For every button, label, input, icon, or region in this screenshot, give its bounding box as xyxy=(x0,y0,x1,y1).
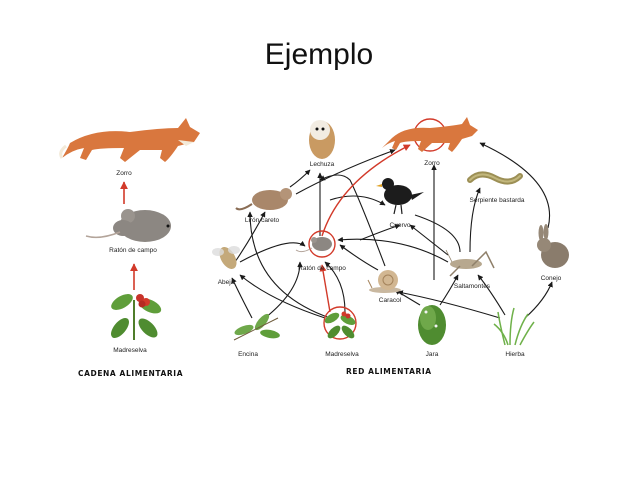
arrow-conejo-to-zorro xyxy=(479,142,550,229)
web-label-liron: Lirón careto xyxy=(245,217,280,224)
food-chain: Zorro Ratón de campo Madreselva Cadena a… xyxy=(59,118,200,378)
chain-fox-illustration xyxy=(59,118,200,162)
web-arrows xyxy=(231,142,553,319)
chain-caption: Cadena alimentaria xyxy=(78,369,183,378)
web-fox-illustration xyxy=(382,117,478,152)
web-label-conejo: Conejo xyxy=(541,275,562,282)
arrow-liron-to-lechuza xyxy=(289,169,311,188)
red-arrow-raton-to-zorro xyxy=(321,144,411,237)
arrow-abeja-to-liron xyxy=(234,211,266,263)
web-label-encina: Encina xyxy=(238,351,258,358)
chain-label-madreselva: Madreselva xyxy=(113,347,147,354)
arrow-saltamontes-to-serpiente xyxy=(469,187,481,253)
grasshopper-illustration xyxy=(445,249,495,277)
red-arrow-madreselva-to-raton xyxy=(319,264,331,313)
arrow-hierba-to-saltamontes xyxy=(477,274,506,316)
chain-label-zorro: Zorro xyxy=(116,170,132,177)
grass-illustration xyxy=(493,307,535,346)
web-label-caracol: Caracol xyxy=(379,297,402,304)
web-highlight-path xyxy=(308,118,447,340)
snake-illustration xyxy=(467,171,523,185)
web-label-hierba: Hierba xyxy=(505,351,525,358)
snail-illustration xyxy=(367,270,401,293)
web-label-jara: Jara xyxy=(426,351,439,358)
crow-illustration xyxy=(376,178,424,215)
web-label-zorro: Zorro xyxy=(424,160,440,167)
chain-mouse-illustration xyxy=(85,209,171,242)
web-caption: Red alimentaria xyxy=(346,367,432,376)
arrow-caracol-to-raton xyxy=(339,244,379,271)
web-honeysuckle-illustration xyxy=(324,311,356,339)
rockrose-illustration xyxy=(418,305,446,345)
red-circle-raton xyxy=(308,230,336,258)
web-label-raton: Ratón de campo xyxy=(298,265,346,272)
owl-illustration xyxy=(309,120,335,159)
arrow-madreselva-to-liron xyxy=(247,211,331,319)
link-cuervo-saltamontes xyxy=(414,214,461,253)
web-label-lechuza: Lechuza xyxy=(310,161,335,168)
web-label-madreselva: Madreselva xyxy=(325,351,359,358)
arrow-madreselva-to-abeja xyxy=(239,274,326,319)
rabbit-illustration xyxy=(537,224,569,268)
chain-label-raton: Ratón de campo xyxy=(109,247,157,254)
food-web: Lechuza Zorro Lirón careto Cuervo Se xyxy=(212,117,569,376)
arrow-liron-to-zorro xyxy=(295,149,396,195)
arrow-jara-to-saltamontes xyxy=(439,274,459,306)
arrow-hierba-to-caracol xyxy=(397,290,501,319)
arrow-encina-to-abeja xyxy=(231,277,253,319)
chain-honeysuckle-illustration xyxy=(111,294,162,340)
arrow-caracol-to-lechuza-alt xyxy=(319,174,386,267)
arrow-abeja-to-raton xyxy=(239,240,306,263)
dormouse-illustration xyxy=(235,188,292,211)
arrow-liron-to-cuervo xyxy=(329,195,386,206)
arrow-saltamontes-to-raton xyxy=(337,236,449,263)
arrow-saltamontes-to-cuervo xyxy=(409,224,449,256)
holm-oak-illustration xyxy=(233,313,280,341)
web-label-cuervo: Cuervo xyxy=(390,222,411,229)
web-label-abeja: Abeja xyxy=(218,279,235,286)
slide-title: Ejemplo xyxy=(264,38,374,71)
arrow-madreselva-to-raton xyxy=(324,261,346,313)
red-circle-madreselva xyxy=(323,306,357,340)
arrow-encina-to-raton xyxy=(264,261,303,319)
arrow-hierba-to-conejo xyxy=(524,281,553,319)
web-label-saltamontes: Saltamontes xyxy=(454,283,491,290)
web-label-serpiente: Serpiente bastarda xyxy=(470,197,525,204)
bee-illustration xyxy=(212,246,240,269)
web-mouse-illustration xyxy=(295,237,332,253)
arrow-raton-to-cuervo xyxy=(359,223,401,241)
